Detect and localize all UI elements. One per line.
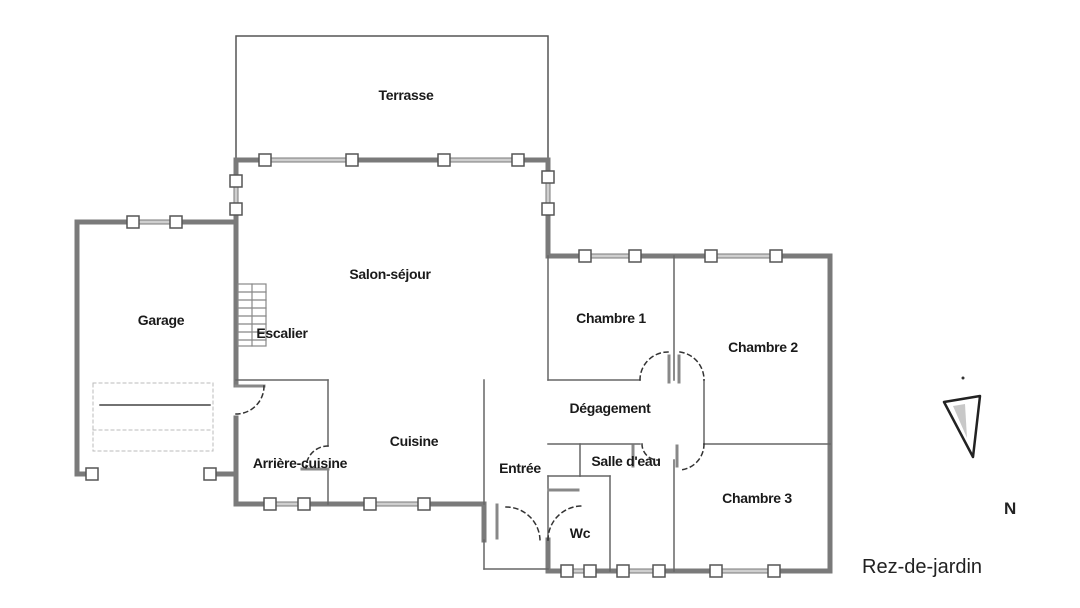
door-swings: [235, 351, 705, 541]
room-label-chambre-3: Chambre 3: [722, 490, 792, 506]
garage-door: [92, 382, 214, 452]
room-label-escalier: Escalier: [256, 325, 308, 341]
room-label-entree: Entrée: [499, 460, 541, 476]
room-label-chambre-2: Chambre 2: [728, 339, 798, 355]
door-leaves: [234, 354, 681, 540]
exterior-walls: [74, 157, 833, 574]
north-label: N: [1004, 499, 1017, 518]
room-label-salle-d-eau: Salle d'eau: [591, 453, 661, 469]
room-label-chambre-1: Chambre 1: [576, 310, 646, 326]
room-label-terrasse: Terrasse: [378, 87, 434, 103]
room-label-arriere-cuisine: Arrière-cuisine: [252, 455, 348, 471]
interior-walls: [235, 255, 831, 572]
window-frames: [85, 153, 783, 578]
room-label-salon-sejour: Salon-séjour: [349, 266, 431, 282]
room-label-degagement: Dégagement: [569, 400, 651, 416]
room-label-cuisine: Cuisine: [389, 433, 439, 449]
room-label-wc: Wc: [569, 525, 591, 541]
staircase: [237, 283, 267, 347]
north-arrow-icon: [942, 376, 982, 459]
level-caption: Rez-de-jardin: [862, 556, 983, 578]
terrace-outline: [235, 35, 549, 161]
room-label-garage: Garage: [137, 312, 185, 328]
